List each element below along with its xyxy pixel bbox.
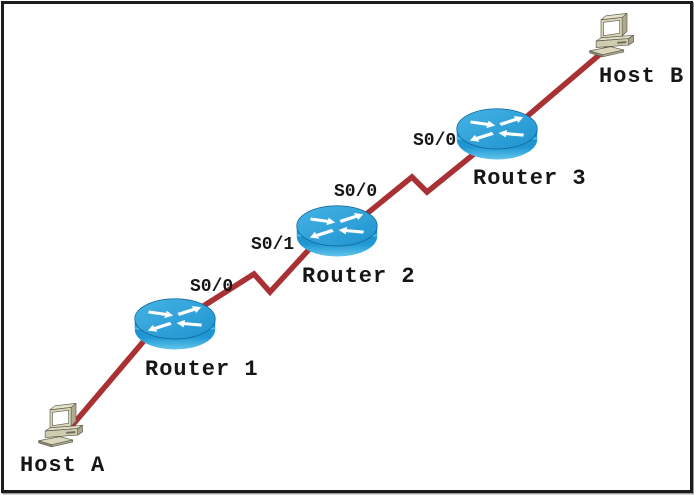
router-arrows-glyph xyxy=(469,115,524,142)
router-icon xyxy=(134,298,216,350)
node-router-3 xyxy=(455,106,539,164)
router-2-label: Router 2 xyxy=(302,264,416,289)
router-icon xyxy=(296,205,378,257)
router-icon xyxy=(456,108,538,160)
host-computer-icon xyxy=(589,13,634,58)
node-host-a xyxy=(37,398,89,451)
host-a-label: Host A xyxy=(20,453,106,478)
host-b-label: Host B xyxy=(599,64,685,89)
node-host-b xyxy=(588,8,640,61)
host-computer-icon xyxy=(38,403,83,448)
router-3-label: Router 3 xyxy=(473,166,587,191)
node-router-1 xyxy=(133,296,217,354)
router-2-interface-s0-1-label: S0/1 xyxy=(251,235,295,255)
router-3-interface-s0-0-label: S0/0 xyxy=(413,131,457,151)
router-arrows-glyph xyxy=(309,212,364,239)
router-arrows-glyph xyxy=(147,305,202,332)
router-2-interface-s0-0-label: S0/0 xyxy=(334,182,378,202)
node-router-2 xyxy=(295,203,379,261)
router-1-label: Router 1 xyxy=(145,357,259,382)
router-1-interface-s0-0-label: S0/0 xyxy=(190,277,234,297)
